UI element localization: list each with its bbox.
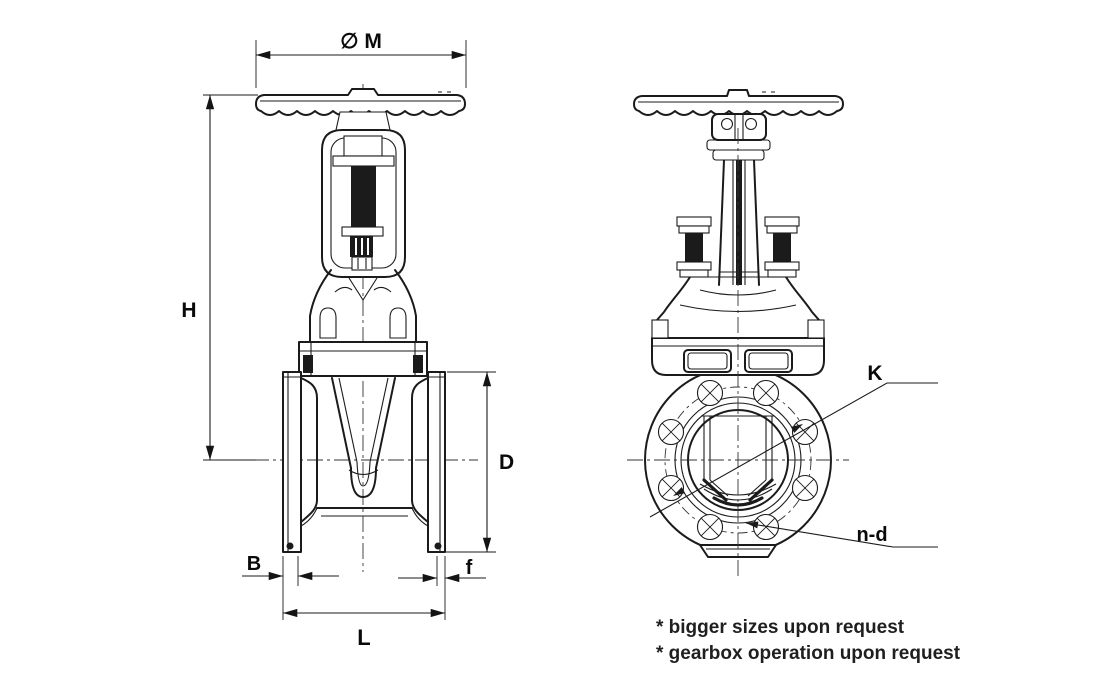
gland-bolts	[676, 216, 800, 278]
leader-nd: n-d	[745, 521, 938, 548]
end-view: K n-d	[627, 89, 938, 580]
stem-column-end	[706, 139, 771, 286]
threaded-stem	[351, 166, 376, 227]
front-view: ∅ M H D B f	[181, 30, 514, 650]
dimension-h: H	[181, 94, 258, 461]
end-view-centerlines	[627, 128, 849, 580]
dim-label-d: D	[499, 451, 514, 474]
handwheel-front	[255, 88, 466, 131]
footnotes: * bigger sizes upon request * gearbox op…	[656, 617, 961, 664]
gate-wedge-front	[331, 377, 396, 498]
note-bigger-sizes: * bigger sizes upon request	[656, 617, 905, 638]
dimension-m: ∅ M	[255, 30, 467, 88]
leader-k: K	[649, 362, 938, 518]
dim-label-f: f	[466, 557, 473, 579]
dimension-f: f	[398, 556, 486, 620]
dim-label-l: L	[357, 625, 370, 650]
bore-interior	[699, 415, 777, 507]
yoke-and-stem	[321, 129, 406, 278]
handwheel-end	[633, 89, 844, 141]
valve-body-front	[282, 371, 446, 553]
dim-label-h: H	[181, 299, 196, 322]
dim-label-m: ∅ M	[340, 30, 382, 53]
note-gearbox: * gearbox operation upon request	[656, 643, 961, 664]
dimension-b: B	[242, 553, 339, 620]
dimension-d: D	[430, 371, 514, 553]
dimension-l: L	[283, 608, 445, 650]
dim-label-k: K	[867, 362, 882, 385]
dim-label-b: B	[247, 553, 261, 575]
bonnet-front	[309, 269, 417, 343]
bonnet-flange-front	[298, 341, 428, 377]
dim-label-nd: n-d	[856, 524, 887, 546]
